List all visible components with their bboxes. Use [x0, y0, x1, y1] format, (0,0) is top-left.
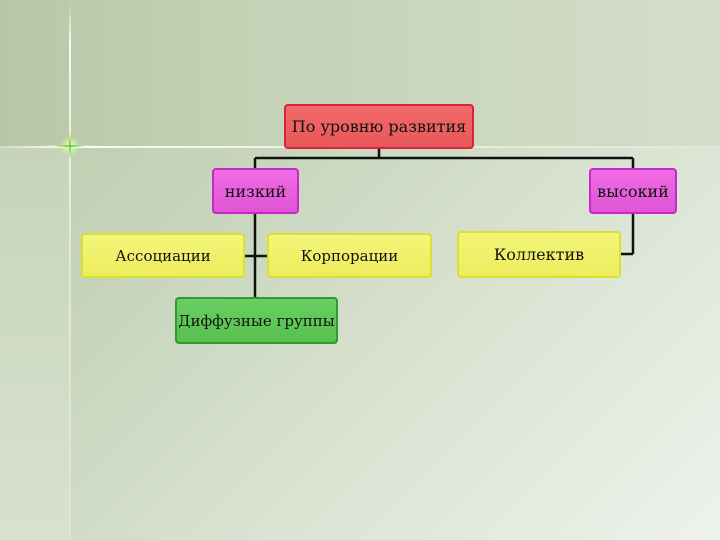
node-associations-label: Ассоциации	[115, 246, 211, 265]
sparkle-icon	[40, 118, 100, 178]
node-high: высокий	[589, 168, 677, 214]
node-root: По уровню развития	[284, 104, 474, 149]
node-low-label: низкий	[224, 181, 287, 201]
decorative-vertical-line	[69, 0, 71, 540]
node-associations: Ассоциации	[81, 233, 245, 278]
node-corporations-label: Корпорации	[300, 246, 399, 265]
node-high-label: высокий	[597, 181, 669, 201]
node-low: низкий	[212, 168, 299, 214]
node-collective: Коллектив	[457, 231, 621, 278]
node-collective-label: Коллектив	[493, 245, 585, 264]
node-root-label: По уровню развития	[291, 117, 467, 136]
node-diffuse-groups-label: Диффузные группы	[178, 311, 335, 330]
slide-left-band	[0, 148, 70, 540]
node-corporations: Корпорации	[267, 233, 432, 278]
node-diffuse-groups: Диффузные группы	[175, 297, 338, 344]
